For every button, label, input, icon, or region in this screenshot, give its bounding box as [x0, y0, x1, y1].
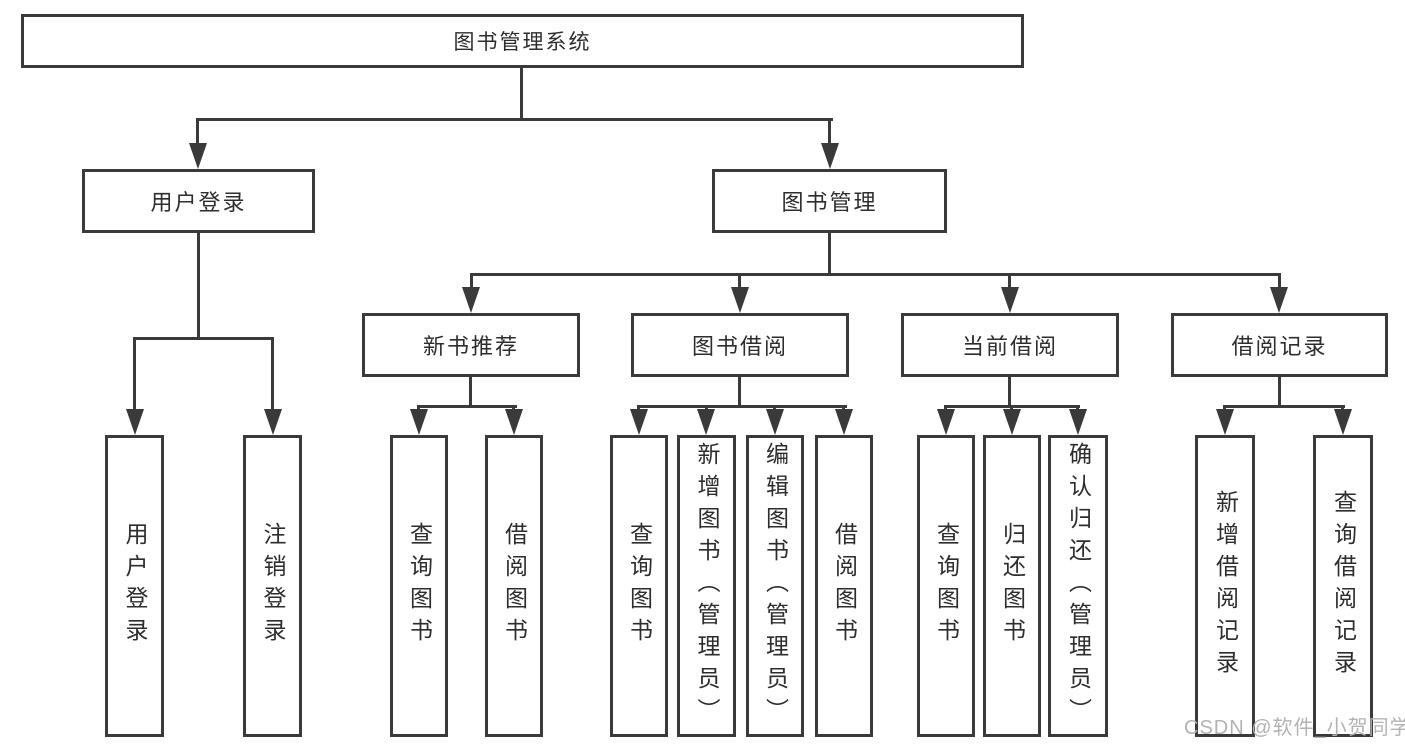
connector-line — [1278, 377, 1281, 407]
node-label: 编辑图书（管理员） — [762, 442, 789, 730]
connector-line — [1008, 377, 1011, 407]
arrowhead-down-icon — [1216, 409, 1234, 435]
connector-line — [944, 405, 1080, 408]
connector-line — [133, 337, 274, 340]
leaf-edit-books-admin: 编辑图书（管理员） — [746, 435, 804, 737]
arrowhead-down-icon — [731, 287, 749, 313]
arrowhead-down-icon — [410, 409, 428, 435]
connector-line — [1278, 275, 1281, 291]
arrowhead-down-icon — [1001, 287, 1019, 313]
node-label: 新增借阅记录 — [1212, 490, 1239, 682]
arrowhead-down-icon — [766, 409, 784, 435]
connector-line — [470, 273, 1281, 276]
node-label: 借阅图书 — [501, 522, 528, 650]
leaf-confirm-return-admin: 确认归还（管理员） — [1048, 435, 1108, 737]
leaf-query-borrow-record: 查询借阅记录 — [1313, 435, 1373, 737]
leaf-query-books-borrow: 查询图书 — [610, 435, 668, 737]
node-current-borrow: 当前借阅 — [901, 313, 1119, 377]
leaf-borrow-books: 借阅图书 — [815, 435, 873, 737]
leaf-query-books-current: 查询图书 — [917, 435, 975, 737]
leaf-borrow-books-recommend: 借阅图书 — [485, 435, 543, 737]
node-label: 当前借阅 — [961, 334, 1058, 359]
arrowhead-down-icon — [937, 409, 955, 435]
arrowhead-down-icon — [1003, 409, 1021, 435]
node-label: 用户登录 — [150, 190, 247, 215]
node-label: 查询借阅记录 — [1330, 490, 1357, 682]
arrowhead-down-icon — [462, 287, 480, 313]
connector-line — [637, 405, 847, 408]
arrowhead-down-icon — [697, 409, 715, 435]
leaf-add-borrow-record: 新增借阅记录 — [1195, 435, 1255, 737]
node-label: 用户登录 — [122, 522, 148, 650]
connector-line — [133, 339, 136, 413]
connector-line — [469, 377, 472, 407]
node-label: 查询图书 — [933, 522, 960, 650]
connector-line — [196, 118, 833, 121]
node-label: 确认归还（管理员） — [1065, 442, 1092, 730]
node-label: 借阅图书 — [831, 522, 858, 650]
arrowhead-down-icon — [630, 409, 648, 435]
node-label: 查询图书 — [406, 522, 433, 650]
arrowhead-down-icon — [835, 409, 853, 435]
leaf-query-books-recommend: 查询图书 — [390, 435, 448, 737]
connector-line — [738, 275, 741, 291]
node-user-login: 用户登录 — [82, 169, 315, 233]
arrowhead-down-icon — [1270, 287, 1288, 313]
arrowhead-down-icon — [1069, 409, 1087, 435]
leaf-user-login: 用户登录 — [105, 435, 164, 737]
connector-line — [520, 66, 523, 120]
connector-line — [738, 377, 741, 407]
node-label: 新增图书（管理员） — [694, 442, 720, 730]
connector-line — [828, 120, 831, 147]
connector-line — [417, 405, 517, 408]
node-label: 归还图书 — [999, 522, 1026, 650]
node-new-book-recommend: 新书推荐 — [362, 313, 580, 377]
node-book-management: 图书管理 — [712, 169, 947, 233]
node-label: 图书管理 — [781, 190, 878, 215]
leaf-logout: 注销登录 — [243, 435, 302, 737]
arrowhead-down-icon — [1334, 409, 1352, 435]
node-label: 新书推荐 — [422, 334, 519, 359]
node-book-borrow: 图书借阅 — [631, 313, 849, 377]
arrowhead-down-icon — [505, 409, 523, 435]
arrowhead-down-icon — [126, 409, 144, 435]
node-label: 借阅记录 — [1231, 334, 1328, 359]
connector-line — [196, 120, 199, 147]
connector-line — [1223, 405, 1345, 408]
connector-line — [271, 339, 274, 413]
connector-line — [197, 231, 200, 339]
leaf-add-books-admin: 新增图书（管理员） — [677, 435, 736, 737]
arrowhead-down-icon — [264, 409, 282, 435]
node-label: 查询图书 — [626, 522, 653, 650]
csdn-watermark: CSDN @软件_小贺同学 — [1184, 717, 1405, 739]
connector-line — [470, 275, 473, 291]
node-label: 注销登录 — [260, 522, 286, 650]
node-label: 图书借阅 — [691, 334, 788, 359]
node-borrow-records: 借阅记录 — [1171, 313, 1388, 377]
connector-line — [1008, 275, 1011, 291]
arrowhead-down-icon — [189, 143, 207, 169]
connector-line — [828, 231, 831, 275]
leaf-return-books: 归还图书 — [983, 435, 1041, 737]
arrowhead-down-icon — [821, 143, 839, 169]
node-root: 图书管理系统 — [21, 14, 1024, 68]
node-label: 图书管理系统 — [453, 31, 592, 54]
